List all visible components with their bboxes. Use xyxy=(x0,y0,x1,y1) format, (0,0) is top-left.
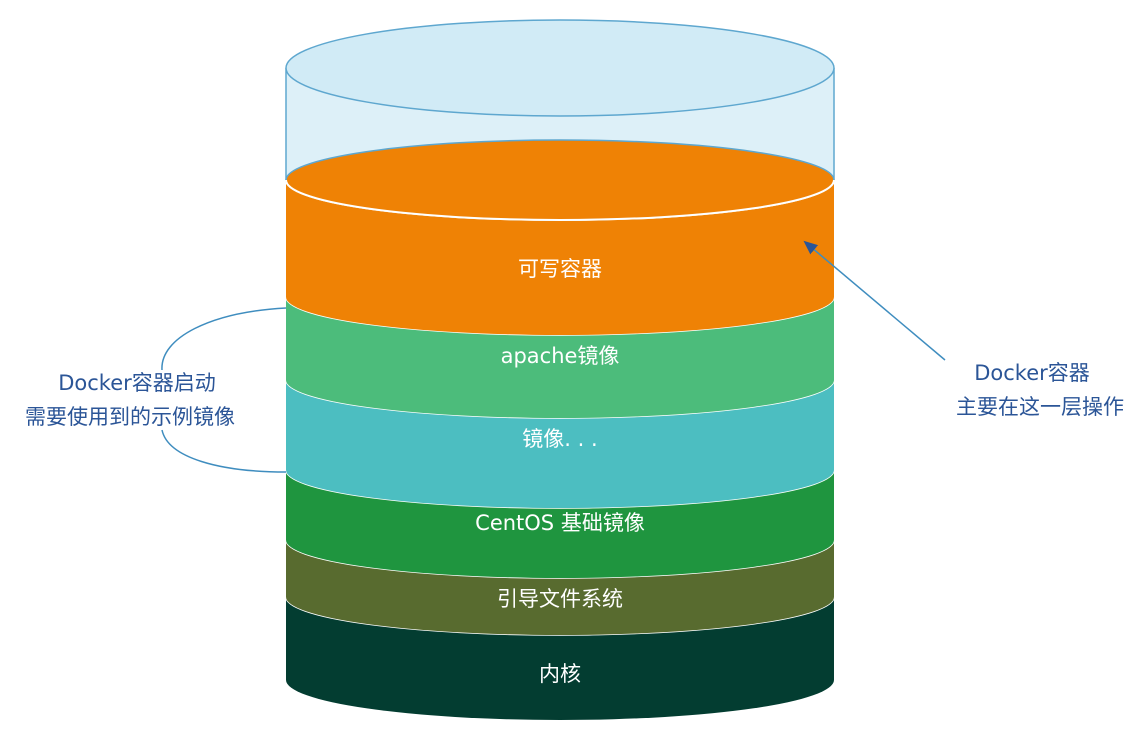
layer-bootfs-label: 引导文件系统 xyxy=(497,587,623,611)
container-cylinder xyxy=(285,19,835,221)
layer-centos-label: CentOS 基础镜像 xyxy=(475,511,645,535)
left-annotation-line2: 需要使用到的示例镜像 xyxy=(25,405,235,429)
layer-writable-body xyxy=(286,180,834,335)
left-annotation-line1: Docker容器启动 xyxy=(58,371,216,395)
right-annotation-line2: 主要在这一层操作 xyxy=(956,395,1124,419)
layer-images-label: 镜像. . . xyxy=(522,427,597,451)
right-annotation-line1: Docker容器 xyxy=(974,361,1090,385)
layer-writable-inner-rim xyxy=(285,179,835,221)
layer-writable-label: 可写容器 xyxy=(518,257,602,281)
container-cylinder-top xyxy=(285,19,835,117)
left-annotation-curve xyxy=(161,307,287,473)
layer-kernel-label: 内核 xyxy=(539,662,581,686)
layer-apache-label: apache镜像 xyxy=(501,344,620,368)
right-annotation-arrow xyxy=(803,240,946,361)
